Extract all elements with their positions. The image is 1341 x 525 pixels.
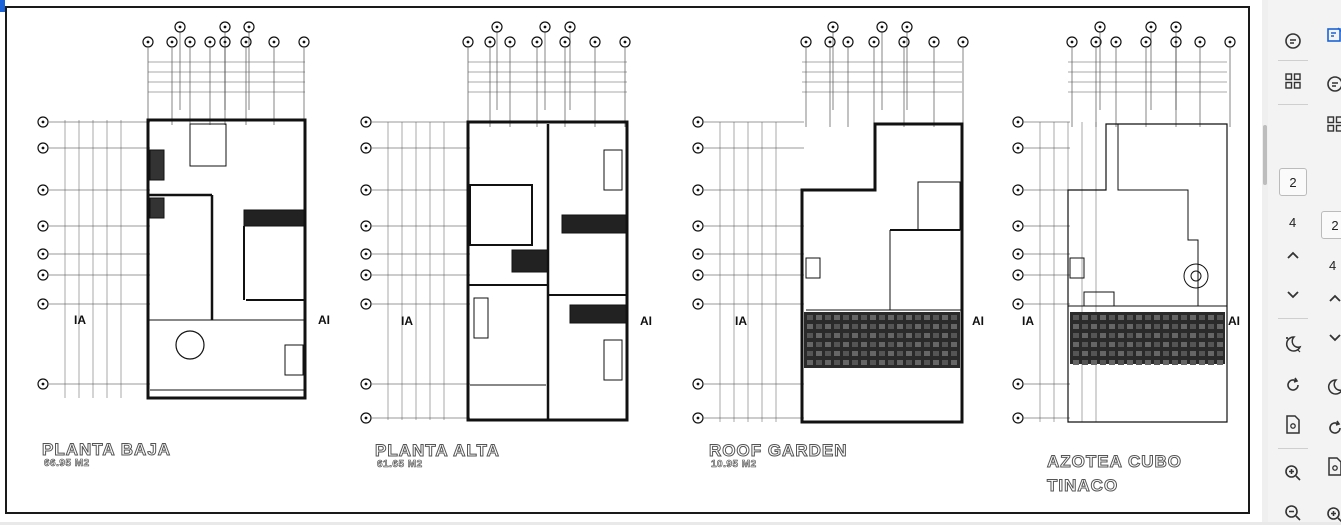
selection-marker [0,0,5,12]
plan-area-planta-baja: 66.95 M2 [44,458,90,469]
axis-label: AI [640,314,652,328]
plan-title-roof-garden: ROOF GARDEN [709,441,848,461]
plan-title-azotea-cubo-tinaco: AZOTEA CUBO TINACO [1047,450,1217,498]
floor-plan-drawing [0,0,1262,522]
thumbnails-grid-icon[interactable] [1323,112,1341,136]
chevron-down-icon[interactable] [1323,326,1341,350]
document-viewport: PLANTA BAJA 66.95 M2 PLANTA ALTA 61.65 M… [0,0,1263,522]
page-settings-icon[interactable] [1323,455,1341,479]
axis-label: AI [972,314,984,328]
axis-label: IA [401,314,413,328]
page-number-input[interactable]: 2 [1321,211,1341,239]
chevron-up-icon[interactable] [1323,286,1341,310]
page-settings-icon[interactable] [1281,413,1305,437]
page-total: 4 [1329,258,1336,273]
scrollbar-thumb[interactable] [1263,125,1267,185]
zoom-in-icon[interactable] [1281,461,1305,485]
plan-area-roof-garden: 10.95 M2 [711,459,757,470]
plan-title-planta-baja: PLANTA BAJA [42,440,171,460]
thumbnails-grid-icon[interactable] [1281,69,1305,93]
toolbar-rail: 2 4 [1268,0,1319,522]
dark-mode-icon[interactable] [1323,375,1341,399]
zoom-out-icon[interactable] [1281,501,1305,525]
plan-area-planta-alta: 61.65 M2 [377,459,423,470]
edit-note-icon[interactable] [1323,23,1341,47]
axis-label: IA [74,313,86,327]
secondary-toolbar-rail: 2 4 [1318,0,1341,522]
comment-icon[interactable] [1281,29,1305,53]
rotate-icon[interactable] [1323,416,1341,440]
comment-icon[interactable] [1323,72,1341,96]
chevron-down-icon[interactable] [1281,283,1305,307]
chevron-up-icon[interactable] [1281,243,1305,267]
zoom-in-icon[interactable] [1323,503,1341,522]
axis-label: IA [735,314,747,328]
plan-title-planta-alta: PLANTA ALTA [375,441,500,461]
rotate-icon[interactable] [1281,373,1305,397]
axis-label: AI [1228,314,1240,328]
page-total: 4 [1289,215,1296,230]
axis-label: AI [318,313,330,327]
axis-label: IA [1022,314,1034,328]
page-number-input[interactable]: 2 [1279,168,1307,196]
dark-mode-icon[interactable] [1281,332,1305,356]
